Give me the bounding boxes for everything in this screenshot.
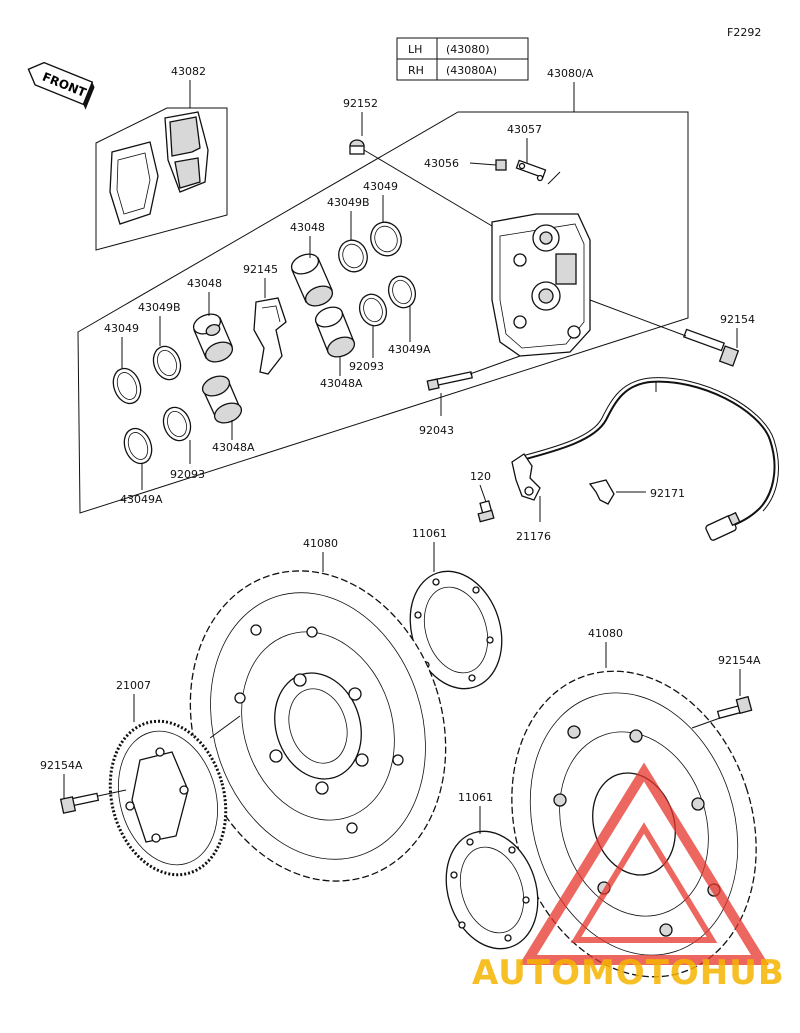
brake-pad-group: 43082 xyxy=(95,65,228,251)
label-43048-left: 43048 xyxy=(187,277,222,290)
side-rh: RH xyxy=(408,64,424,77)
label-92145: 92145 xyxy=(243,263,278,276)
label-21176: 21176 xyxy=(516,530,551,543)
pad-pin-icon xyxy=(426,371,473,391)
seal-kit-outline xyxy=(77,111,689,514)
side-table: LH (43080) RH (43080A) xyxy=(396,37,529,81)
label-43080A: 43080/A xyxy=(547,67,594,80)
piston-43048A-mid xyxy=(314,306,356,358)
sensor-bolt-icon xyxy=(477,500,495,523)
side-rh-part: (43080A) xyxy=(446,64,497,77)
label-92154: 92154 xyxy=(720,313,755,326)
label-41080-right: 41080 xyxy=(588,627,623,640)
label-120: 120 xyxy=(470,470,491,483)
label-11061-low: 11061 xyxy=(458,791,493,804)
piston-43048-left xyxy=(192,313,234,363)
front-arrow-icon: FRONT xyxy=(27,61,95,110)
label-92043: 92043 xyxy=(419,424,454,437)
label-43082: 43082 xyxy=(171,65,206,78)
label-43049A-low: 43049A xyxy=(120,493,163,506)
abs-sensor-cable xyxy=(521,377,779,541)
bleeder-screw-icon xyxy=(495,159,507,171)
disc-bolt-left-icon xyxy=(59,792,100,814)
watermark-text: AUTOMOTOHUB xyxy=(472,953,785,993)
piston-43048-top xyxy=(290,253,334,307)
bleeder-cap-icon xyxy=(349,139,365,155)
seal-92093-low xyxy=(162,406,192,442)
label-43057: 43057 xyxy=(507,123,542,136)
disc-shim-low xyxy=(445,830,539,950)
piston-43048A-low xyxy=(201,375,243,424)
bleeder-valve-icon xyxy=(515,159,547,182)
label-43049A-mid: 43049A xyxy=(388,343,431,356)
seal-43049B-top xyxy=(338,239,368,273)
abs-rotor-ring xyxy=(108,719,228,877)
side-lh-part: (43080) xyxy=(446,43,490,56)
seal-43049A-low xyxy=(123,427,153,465)
disc-bolt-right-icon xyxy=(716,695,753,720)
abs-sensor-icon xyxy=(511,453,541,501)
label-41080-left: 41080 xyxy=(303,537,338,550)
seal-43049-mid xyxy=(387,275,417,309)
label-43048A-low: 43048A xyxy=(212,441,255,454)
label-43049-top: 43049 xyxy=(363,180,398,193)
brake-disc-left xyxy=(189,570,447,882)
label-43049-left: 43049 xyxy=(104,322,139,335)
seal-92093-mid xyxy=(358,293,388,327)
figure-code: F2292 xyxy=(727,26,761,39)
label-43049B-top: 43049B xyxy=(327,196,370,209)
label-11061-top: 11061 xyxy=(412,527,447,540)
seal-43049B-left xyxy=(152,345,182,381)
label-43048A-mid: 43048A xyxy=(320,377,363,390)
label-92152: 92152 xyxy=(343,97,378,110)
caliper-bolt-icon xyxy=(683,328,740,367)
label-43056: 43056 xyxy=(424,157,459,170)
label-21007: 21007 xyxy=(116,679,151,692)
label-92154A-right: 92154A xyxy=(718,654,761,667)
side-lh: LH xyxy=(408,43,422,56)
label-43049B-left: 43049B xyxy=(138,301,181,314)
seal-43049-top xyxy=(370,221,402,257)
label-43048-top: 43048 xyxy=(290,221,325,234)
label-92093-low: 92093 xyxy=(170,468,205,481)
label-92154A-left: 92154A xyxy=(40,759,83,772)
watermark-logo xyxy=(519,762,769,965)
seal-43049-left xyxy=(112,367,142,405)
caliper-body xyxy=(491,213,591,357)
label-92171: 92171 xyxy=(650,487,685,500)
pad-spring-icon xyxy=(253,297,287,375)
sensor-clamp-icon xyxy=(588,479,615,505)
label-92093-mid: 92093 xyxy=(349,360,384,373)
